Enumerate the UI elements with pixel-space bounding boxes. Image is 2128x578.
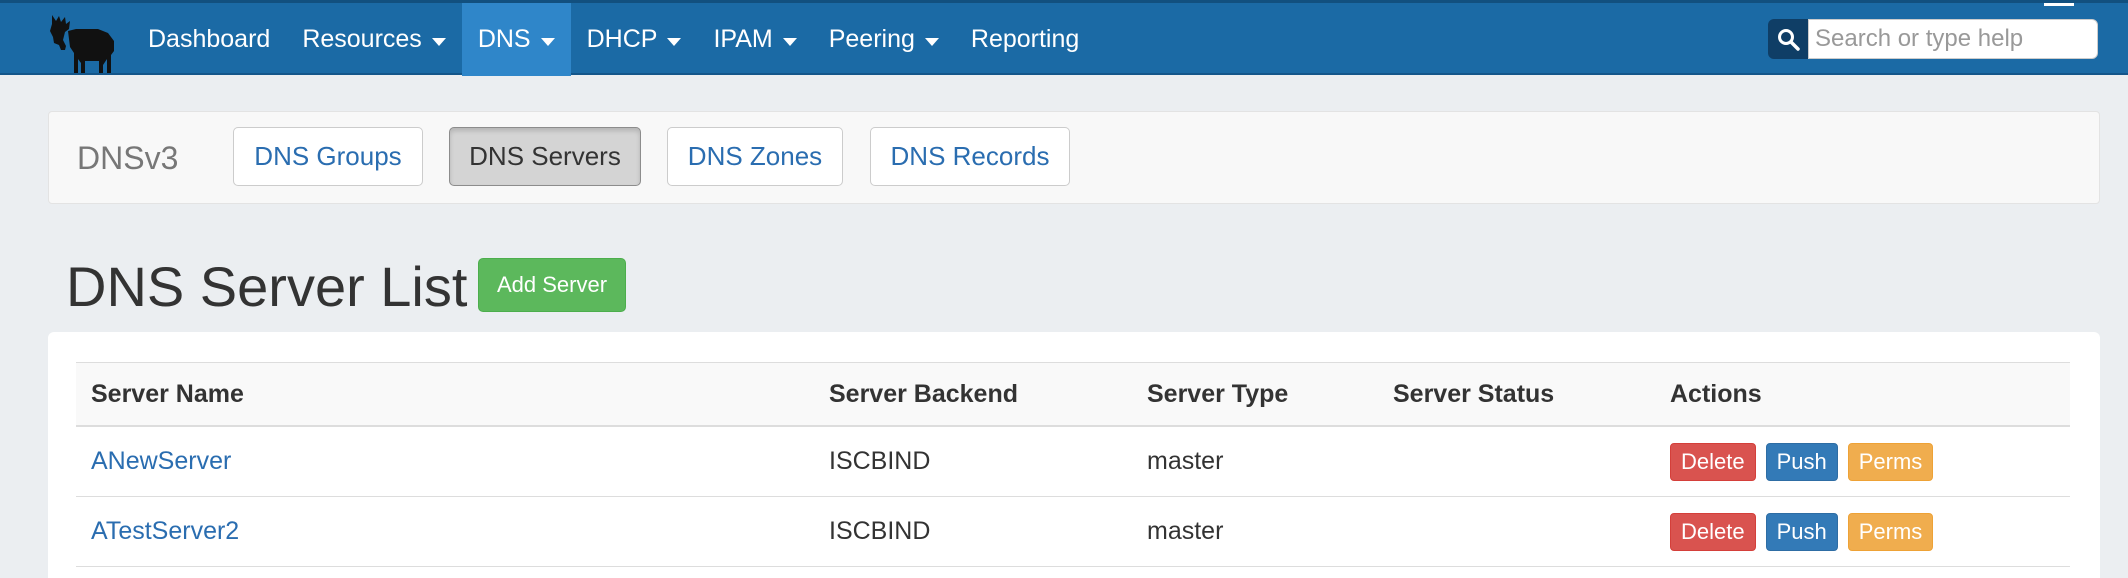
- delete-button[interactable]: Delete: [1670, 512, 1756, 551]
- header-server-type: Server Type: [1147, 379, 1289, 408]
- top-navbar: Dashboard Resources DNS DHCP IPAM Peering Repo…: [0, 0, 2128, 76]
- dns-groups-button[interactable]: DNS Groups: [233, 127, 423, 186]
- nav-item-dns[interactable]: DNS: [461, 3, 571, 76]
- server-type: master: [1147, 447, 1224, 475]
- caret-down-icon: [540, 37, 555, 46]
- nav-item-label: IPAM: [713, 25, 773, 53]
- add-server-button[interactable]: Add Server: [478, 258, 626, 312]
- main-nav: Dashboard Resources DNS DHCP IPAM Peering Repo…: [132, 3, 1095, 76]
- nav-item-peering[interactable]: Peering: [813, 3, 955, 76]
- caret-down-icon: [667, 37, 682, 46]
- dns-records-button[interactable]: DNS Records: [870, 127, 1070, 186]
- header-server-backend: Server Backend: [829, 379, 1019, 408]
- nav-item-label: DNS: [477, 25, 531, 53]
- search-input[interactable]: [1808, 19, 2098, 59]
- server-table-card: Server Name Server Backend Server Type S…: [48, 332, 2100, 578]
- delete-button[interactable]: Delete: [1670, 442, 1756, 481]
- server-table: Server Name Server Backend Server Type S…: [76, 362, 2070, 567]
- corner-mark: [2044, 3, 2074, 6]
- moose-icon[interactable]: [46, 11, 118, 73]
- nav-item-ipam[interactable]: IPAM: [697, 3, 812, 76]
- nav-item-label: Reporting: [970, 25, 1080, 53]
- search-icon: [1778, 29, 1800, 51]
- perms-button[interactable]: Perms: [1847, 512, 1934, 551]
- nav-item-dhcp[interactable]: DHCP: [571, 3, 698, 76]
- header-server-status: Server Status: [1393, 379, 1555, 408]
- page-title: DNS Server List: [66, 255, 468, 318]
- nav-item-dashboard[interactable]: Dashboard: [132, 3, 286, 76]
- server-backend: ISCBIND: [829, 517, 931, 545]
- table-header-row: Server Name Server Backend Server Type S…: [76, 363, 2070, 427]
- caret-down-icon: [924, 37, 939, 46]
- nav-item-label: Resources: [302, 25, 422, 53]
- search-button[interactable]: [1768, 19, 1808, 59]
- nav-item-label: Peering: [828, 25, 915, 53]
- header-server-name: Server Name: [91, 379, 244, 408]
- caret-down-icon: [782, 37, 797, 46]
- server-name-link[interactable]: ANewServer: [91, 447, 232, 475]
- server-type: master: [1147, 517, 1224, 545]
- nav-item-label: Dashboard: [148, 25, 271, 53]
- dns-servers-button[interactable]: DNS Servers: [449, 127, 641, 186]
- nav-item-resources[interactable]: Resources: [286, 3, 462, 76]
- nav-item-reporting[interactable]: Reporting: [955, 3, 1095, 76]
- dns-subnav: DNSv3 DNS Groups DNS Servers DNS Zones D…: [48, 111, 2100, 204]
- caret-down-icon: [431, 37, 446, 46]
- perms-button[interactable]: Perms: [1847, 442, 1934, 481]
- search-bar: [1768, 19, 2098, 59]
- header-actions: Actions: [1670, 379, 1762, 408]
- nav-item-label: DHCP: [586, 25, 658, 53]
- push-button[interactable]: Push: [1765, 512, 1838, 551]
- push-button[interactable]: Push: [1765, 442, 1838, 481]
- server-backend: ISCBIND: [829, 447, 931, 475]
- dns-zones-button[interactable]: DNS Zones: [667, 127, 843, 186]
- server-name-link[interactable]: ATestServer2: [91, 517, 240, 545]
- subnav-brand: DNSv3: [77, 140, 179, 176]
